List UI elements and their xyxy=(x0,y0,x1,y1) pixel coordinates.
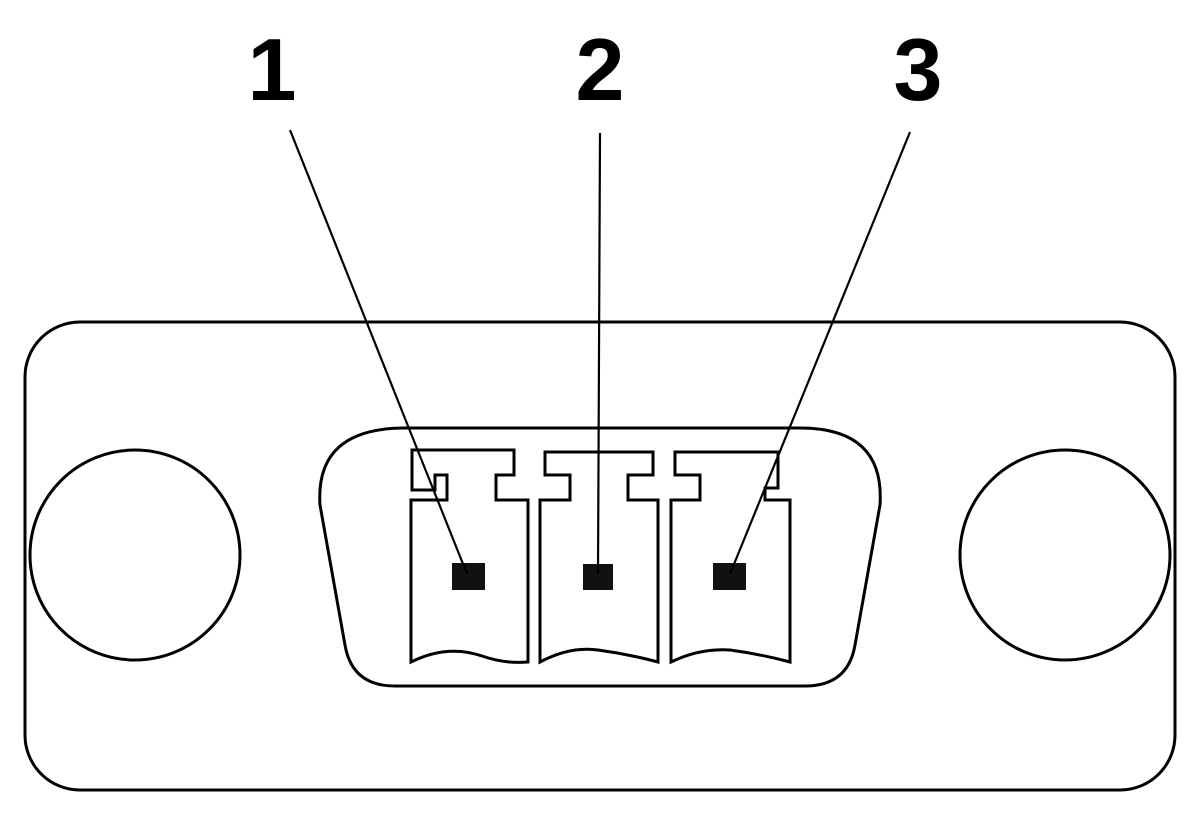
pin-1 xyxy=(452,563,485,590)
callout-label-1: 1 xyxy=(248,20,297,119)
leader-line-2 xyxy=(596,132,602,575)
terminal-1 xyxy=(409,448,530,665)
pin-3 xyxy=(713,563,746,590)
callout-label-2: 2 xyxy=(576,20,625,119)
leader-line-1 xyxy=(288,129,469,575)
left-mounting-hole xyxy=(28,448,242,662)
terminal-3 xyxy=(669,450,792,665)
callout-label-3: 3 xyxy=(894,20,943,119)
right-mounting-hole xyxy=(958,448,1172,662)
leader-line-3 xyxy=(728,131,912,575)
